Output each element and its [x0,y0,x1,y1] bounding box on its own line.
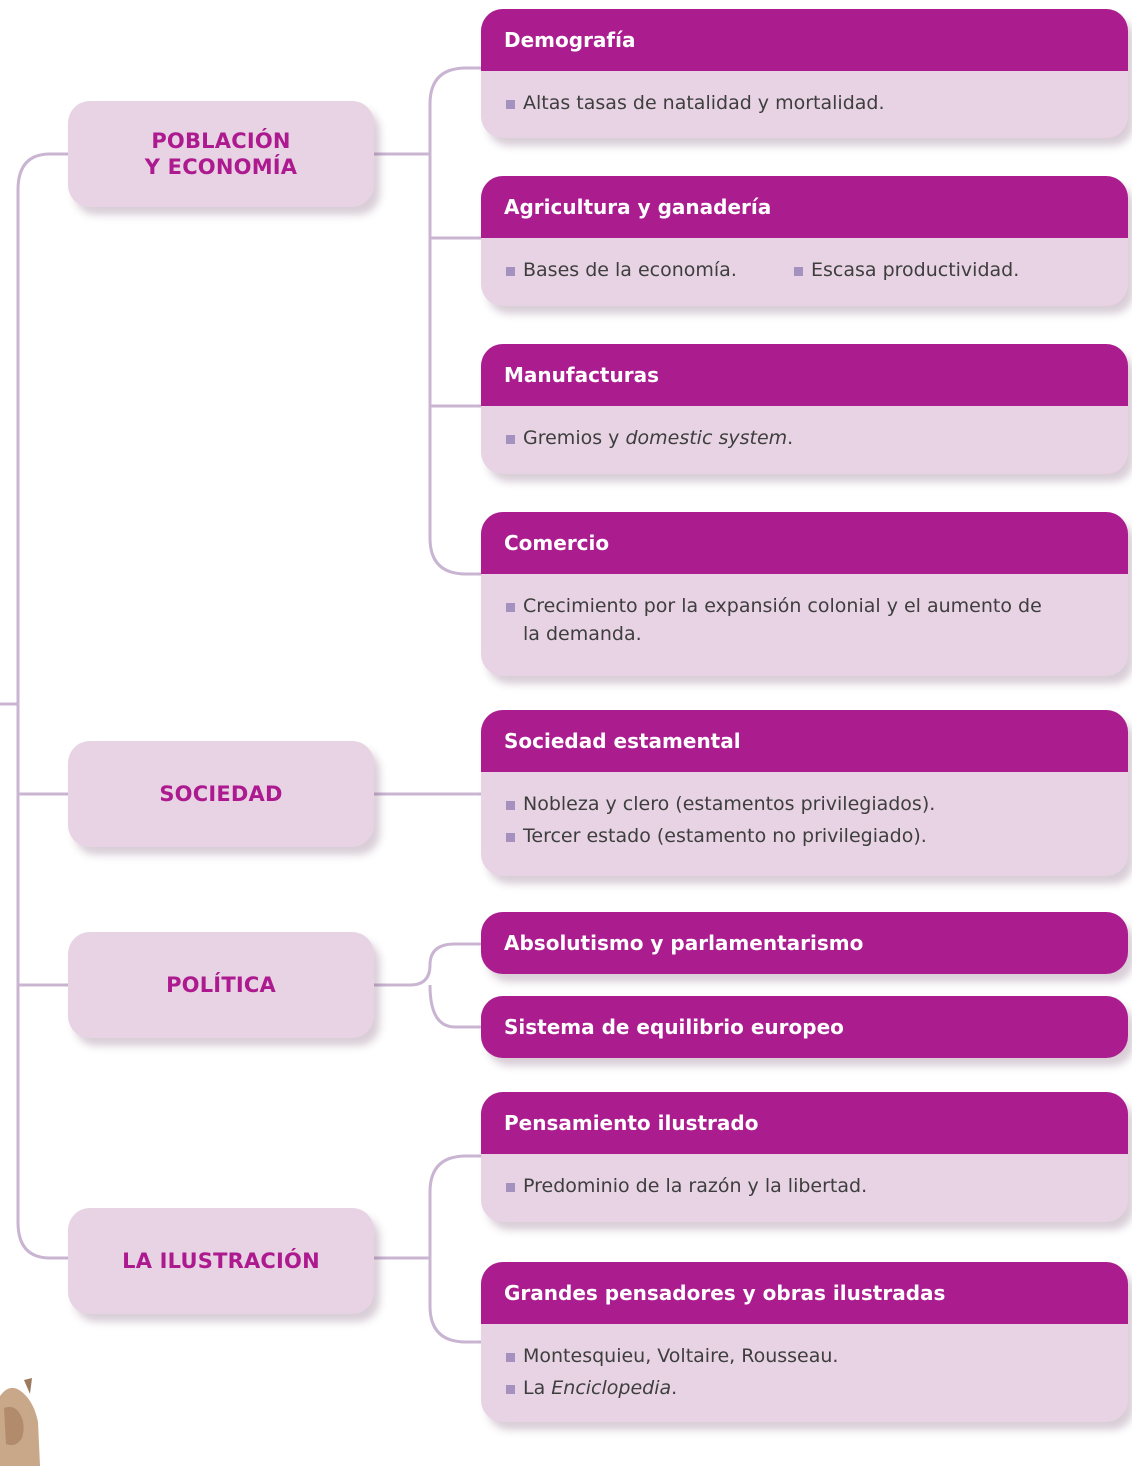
box-title: Absolutismo y parlamentarismo [481,912,1128,974]
list-item: Predominio de la razón y la libertad. [505,1172,1108,1200]
list-item: Gremios y domestic system. [505,424,1108,452]
box-title: Grandes pensadores y obras ilustradas [481,1262,1128,1324]
list-item: Bases de la economía. [505,256,793,284]
box-manufacturas: Manufacturas Gremios y domestic system. [481,344,1128,474]
item-text: . [787,427,794,449]
item-text: La [523,1377,552,1399]
box-title: Agricultura y ganadería [481,176,1128,238]
item-italic-text: Enciclopedia [551,1377,672,1399]
box-sociedad-estamental: Sociedad estamental Nobleza y clero (est… [481,710,1128,876]
box-equilibrio: Sistema de equilibrio europeo [481,996,1128,1058]
box-demografia: Demografía Altas tasas de natalidad y mo… [481,9,1128,138]
box-title: Sistema de equilibrio europeo [481,996,1128,1058]
figure-illustration-fragment [0,1378,40,1466]
item-italic-text: domestic system [625,427,788,449]
category-ilustracion: LA ILUSTRACIÓN [68,1208,374,1314]
list-item: Tercer estado (estamento no privilegiado… [505,822,1108,850]
category-poblacion-economia: POBLACIÓN Y ECONOMÍA [68,101,374,207]
list-item: Montesquieu, Voltaire, Rousseau. [505,1342,1108,1370]
box-title: Sociedad estamental [481,710,1128,772]
category-politica: POLÍTICA [68,932,374,1038]
box-pensamiento: Pensamiento ilustrado Predominio de la r… [481,1092,1128,1222]
box-absolutismo: Absolutismo y parlamentarismo [481,912,1128,974]
item-text: Gremios y [523,427,626,449]
item-text: . [671,1377,678,1399]
list-item: Escasa productividad. [793,256,1019,284]
list-item: La Enciclopedia. [505,1374,1108,1402]
box-title: Demografía [481,9,1128,71]
box-title: Comercio [481,512,1128,574]
category-sociedad: SOCIEDAD [68,741,374,847]
box-title: Pensamiento ilustrado [481,1092,1128,1154]
box-agricultura: Agricultura y ganadería Bases de la econ… [481,176,1128,306]
box-comercio: Comercio Crecimiento por la expansión co… [481,512,1128,676]
box-pensadores: Grandes pensadores y obras ilustradas Mo… [481,1262,1128,1422]
list-item: Altas tasas de natalidad y mortalidad. [505,89,1108,117]
box-title: Manufacturas [481,344,1128,406]
connector-lines [0,66,481,1344]
list-item: Nobleza y clero (estamentos privilegiado… [505,790,1108,818]
list-item: Crecimiento por la expansión colonial y … [505,592,1043,648]
